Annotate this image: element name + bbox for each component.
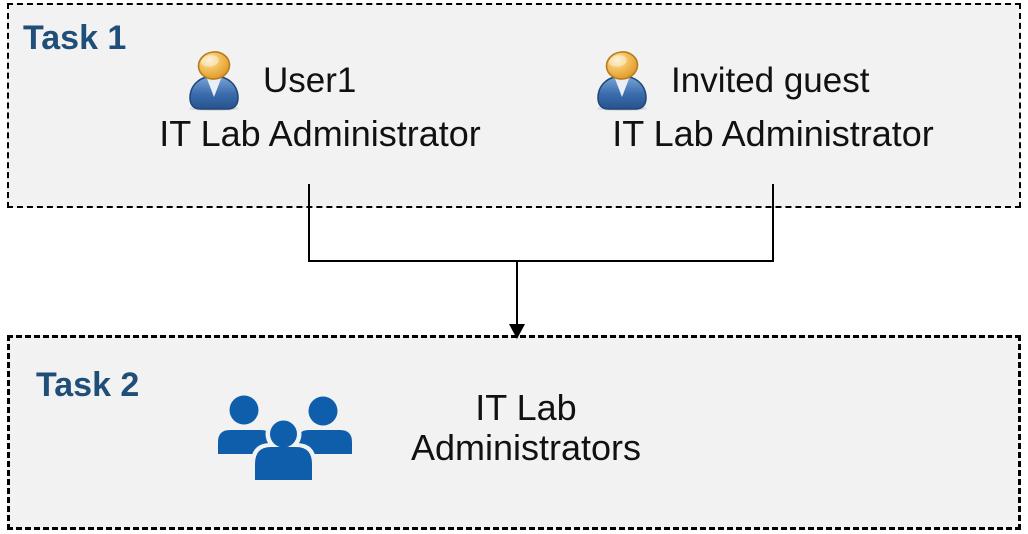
person-icon — [594, 51, 650, 111]
person-icon — [186, 51, 242, 111]
persona-role: IT Lab Administrator — [159, 113, 481, 154]
task1-label: Task 1 — [23, 19, 127, 57]
task2-box: Task 2 IT Lab Administrators — [7, 335, 1021, 530]
persona-user1: User1 IT Lab Administrator — [110, 50, 530, 160]
group-name-line1: IT Lab — [475, 387, 577, 428]
persona-name-row: User1 — [186, 50, 356, 112]
group-name: IT Lab Administrators — [376, 388, 676, 468]
task2-label: Task 2 — [36, 366, 140, 404]
group-name-line2: Administrators — [410, 427, 642, 468]
persona-name: User1 — [263, 61, 357, 100]
persona-name: Invited guest — [671, 61, 870, 100]
persona-role: IT Lab Administrator — [612, 113, 934, 154]
task1-box: Task 1 User1 IT Lab Administrator — [7, 3, 1021, 208]
people-group-icon — [215, 393, 355, 485]
persona-invited-guest: Invited guest IT Lab Administrator — [563, 50, 983, 160]
persona-name-row: Invited guest — [594, 50, 869, 112]
